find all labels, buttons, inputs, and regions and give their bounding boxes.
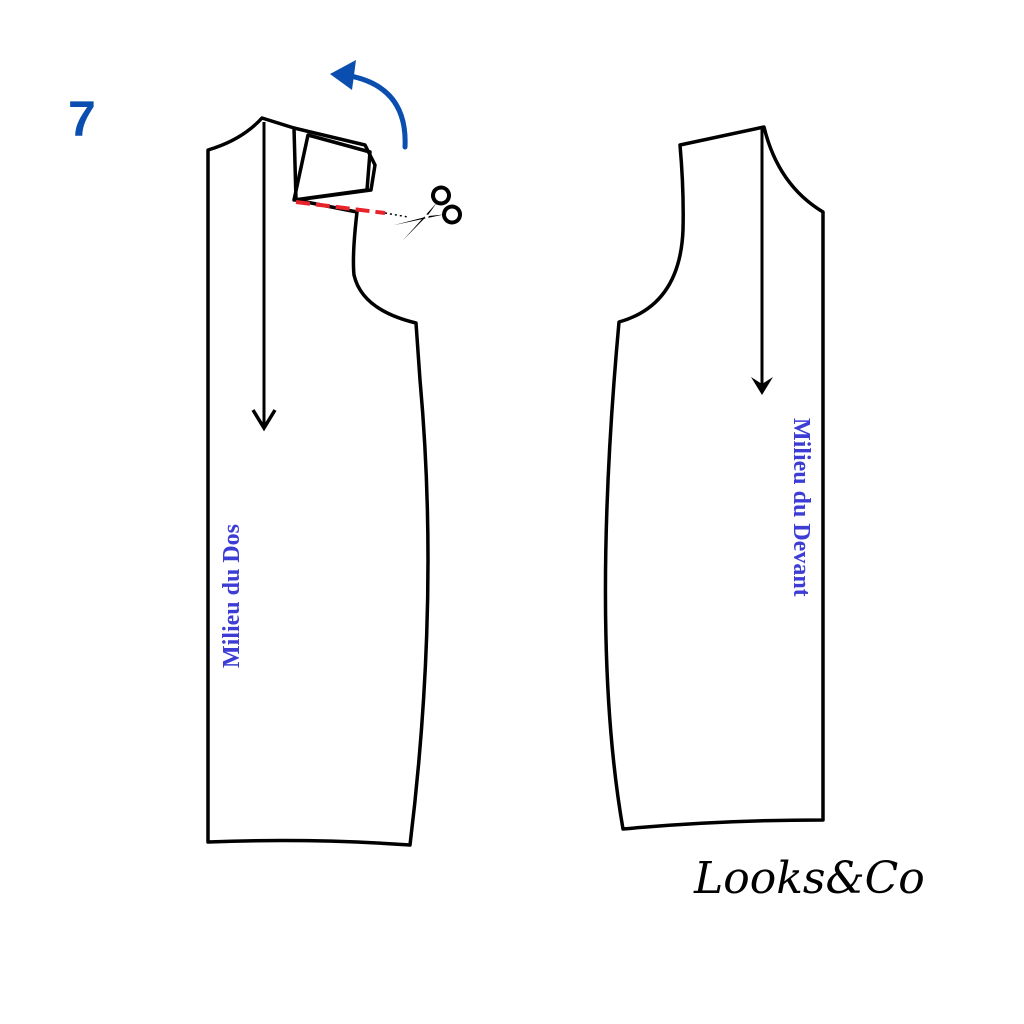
brand-logo: Looks&Co — [693, 853, 925, 904]
grainline-arrow-icon — [751, 128, 773, 395]
scissors-icon — [393, 185, 463, 241]
dart-flap — [292, 126, 377, 202]
back-piece-outline — [206, 116, 430, 847]
front-piece-label: Milieu du Devant — [788, 418, 814, 597]
curved-arrow-icon — [330, 60, 408, 150]
cut-line — [295, 200, 386, 215]
step-number: 7 — [68, 91, 96, 147]
back-piece-label: Milieu du Dos — [219, 524, 245, 668]
front-pattern-piece: Milieu du Devant — [603, 125, 825, 831]
front-piece-outline — [603, 125, 825, 831]
cut-line-guide — [384, 212, 409, 218]
back-pattern-piece: Milieu du Dos — [206, 116, 430, 847]
grainline-arrow-icon — [251, 122, 277, 432]
